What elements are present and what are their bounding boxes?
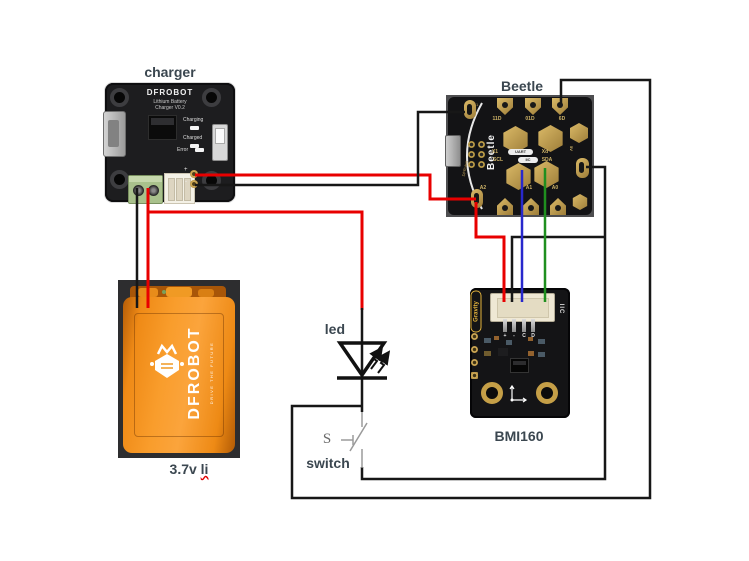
battery-label: 3.7v li — [137, 461, 241, 477]
pad-label: 01D — [525, 116, 535, 122]
beetle-pcb: Beetle DFRobot V1.1 11D 01D 6D X1 UART X… — [445, 97, 592, 215]
pad-label: A0 — [551, 185, 559, 191]
charger-brand-text: DFROBOT — [146, 88, 194, 97]
pin-label: C — [522, 333, 526, 339]
charged-led-icon — [190, 144, 199, 148]
battery-chem-text: li — [200, 461, 209, 477]
icsp-pad-icon — [478, 161, 485, 168]
side-pad-icon — [471, 372, 478, 379]
mount-hole-icon — [110, 88, 129, 107]
uart-left-label: X1 — [491, 149, 499, 155]
bat-plus-pad — [190, 170, 198, 178]
icsp-pad-icon — [468, 151, 475, 158]
led-emission-arrow-icon — [376, 350, 391, 374]
icsp-pad-icon — [478, 141, 485, 148]
connector-pin-icon — [531, 319, 535, 332]
charging-led-icon — [190, 126, 199, 130]
charger-label: charger — [144, 64, 196, 80]
icsp-pad-icon — [478, 151, 485, 158]
terminal-screw-icon — [133, 185, 144, 196]
bmi160-board: Gravity + - C D IIC — [470, 288, 570, 418]
micro-usb-port — [103, 111, 126, 157]
mount-hole-icon — [202, 88, 221, 107]
battery-tagline-text: DRIVE THE FUTURE — [209, 341, 214, 405]
mount-hole-icon — [110, 170, 129, 189]
side-pad-icon — [471, 359, 478, 366]
battery-wrap-crease — [134, 313, 224, 437]
jst-connector — [164, 173, 195, 204]
pad-label: 11D — [492, 116, 502, 122]
iic-pill-label: IIC — [518, 157, 538, 163]
micro-usb-port — [445, 135, 461, 167]
led-emission-arrow-icon — [369, 346, 384, 370]
smd-part — [506, 340, 512, 345]
smd-part — [528, 351, 534, 356]
charging-led-label: Charging — [183, 117, 204, 123]
bmi160-sensor-chip — [510, 358, 529, 373]
wire-beetle-to-bmi-plus — [474, 202, 506, 302]
uart-right-label: Xd — [541, 149, 549, 155]
pad-gnd-top-left — [464, 100, 476, 119]
battery-brand-text: DFROBOT — [186, 326, 203, 420]
bmi160-label: BMI160 — [494, 428, 544, 444]
axis-marker-icon — [509, 384, 528, 403]
dfrobot-bee-logo-icon — [150, 343, 184, 378]
uart-pill-label: UART — [508, 149, 533, 155]
smd-part — [484, 338, 491, 343]
plus-sign: + — [184, 167, 188, 173]
error-led-label: Error — [177, 147, 189, 153]
charger-ic-chip — [148, 115, 177, 140]
iic-label: IIC — [558, 303, 564, 315]
pad-label: 6D — [558, 116, 566, 122]
terminal-screw-icon — [148, 185, 159, 196]
smd-part — [498, 348, 508, 356]
charger-line2-text: Charger V0.2 — [155, 105, 185, 111]
pad-5v-oval — [576, 158, 589, 178]
switch-label: switch — [306, 455, 350, 471]
charged-led-label: Charged — [183, 135, 203, 141]
battery-voltage-text: 3.7v — [169, 461, 197, 477]
led-symbol — [336, 341, 391, 380]
side-pad-icon — [471, 333, 478, 340]
wire-charger-minus-to-beetle-gnd — [195, 110, 465, 187]
switch-letter-label: S — [322, 431, 332, 447]
smd-part — [484, 351, 491, 356]
pin-label: + — [503, 333, 507, 339]
pad-label: A1 — [525, 185, 533, 191]
connector-pin-icon — [522, 319, 526, 332]
led-label: led — [324, 321, 345, 337]
mount-hole-icon — [536, 382, 558, 404]
pad-5v-label: 5V — [568, 146, 574, 151]
smd-part — [538, 339, 545, 344]
pad-a2-oval — [471, 189, 483, 208]
wire-charger-plus-to-beetle — [195, 173, 476, 201]
charger-board: DFROBOT Lithium Battery Charger V0.2 Cha… — [103, 83, 235, 204]
smd-part — [538, 352, 545, 357]
mount-hole-icon — [481, 382, 503, 404]
power-switch — [212, 124, 228, 161]
connector-pin-icon — [512, 319, 516, 332]
jst-connector — [490, 293, 555, 322]
beetle-label: Beetle — [500, 78, 544, 94]
smd-part — [528, 337, 533, 341]
side-pad-icon — [471, 346, 478, 353]
scl-label: SCL — [493, 157, 503, 163]
battery-body — [123, 297, 235, 453]
bat-minus-pad — [190, 180, 198, 188]
gravity-badge: Gravity — [470, 290, 482, 333]
pin-label: - — [513, 333, 515, 339]
beetle-board: Beetle DFRobot V1.1 11D 01D 6D X1 UART X… — [445, 95, 594, 217]
lipo-battery: DFROBOT DRIVE THE FUTURE — [118, 280, 240, 458]
wire-switch-lever — [349, 422, 368, 452]
mount-hole-icon — [202, 171, 221, 190]
icsp-pad-icon — [468, 141, 475, 148]
led-triangle-icon — [336, 341, 388, 379]
charger-line1-text: Lithium Battery — [153, 99, 187, 105]
error-led-icon — [195, 148, 204, 152]
icsp-pad-icon — [468, 161, 475, 168]
connector-pin-icon — [503, 319, 507, 332]
minus-sign: - — [185, 179, 187, 185]
battery-terminal-block — [128, 175, 163, 204]
smd-part — [494, 336, 499, 340]
